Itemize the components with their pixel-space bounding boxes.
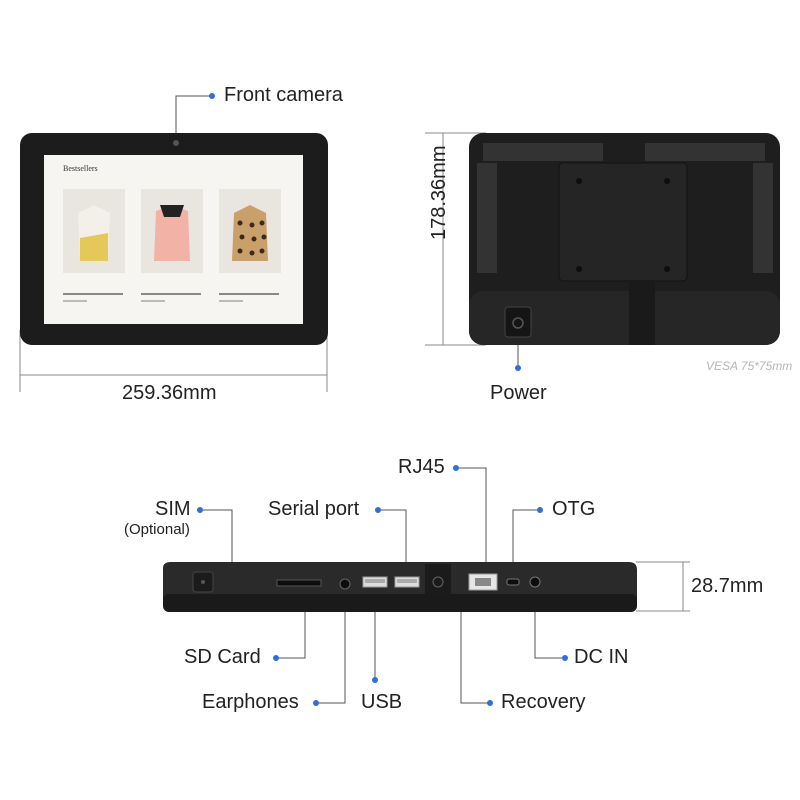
sd-card-label: SD Card — [184, 646, 261, 668]
front-camera-lens — [173, 140, 179, 146]
sim-label: SIM — [155, 498, 191, 520]
tablet-back-view — [469, 133, 780, 345]
leader-dots — [197, 93, 568, 706]
rj45-label: RJ45 — [398, 456, 445, 478]
tablet-front-view — [20, 133, 328, 345]
dc-in-label: DC IN — [574, 646, 629, 668]
earphones-label: Earphones — [202, 691, 299, 713]
power-label: Power — [490, 382, 547, 404]
serial-port-label: Serial port — [268, 498, 360, 520]
depth-dimension: 28.7mm — [691, 575, 764, 597]
usb-label: USB — [361, 691, 403, 713]
sim-optional-label: (Optional) — [124, 521, 190, 538]
height-dimension: 178.36mm — [428, 145, 450, 241]
vesa-label: VESA 75*75mm — [706, 359, 793, 373]
front-camera-label: Front camera — [224, 84, 343, 106]
tablet-side-view — [163, 562, 637, 612]
recovery-label: Recovery — [501, 691, 586, 713]
screen-heading: Bestsellers — [63, 164, 98, 173]
otg-label: OTG — [552, 498, 596, 520]
width-dimension: 259.36mm — [122, 382, 217, 404]
